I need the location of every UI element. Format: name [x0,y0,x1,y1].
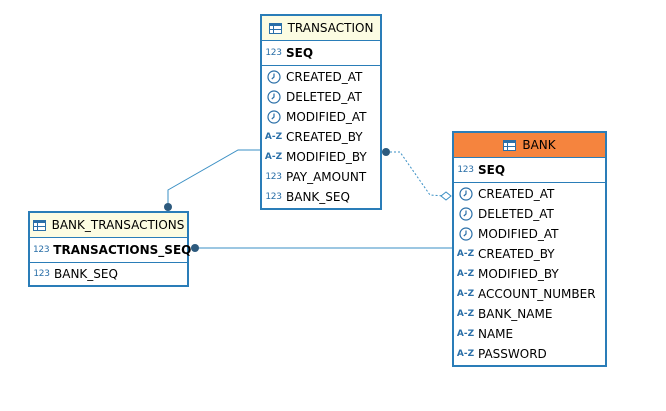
numeric-type-icon: 123 [33,269,50,279]
entity-header[interactable]: TRANSACTION [262,16,380,41]
clock-icon [266,110,281,124]
link-transaction-to-bank[interactable] [386,151,447,197]
text-type-icon: A-Z [456,309,475,319]
clock-icon [457,187,474,201]
table-icon [268,22,282,34]
primary-key-section: 123 SEQ [262,41,380,66]
table-icon [503,139,517,151]
text-type-icon: A-Z [456,269,475,279]
column-name: MODIFIED_BY [286,150,367,164]
entity-header[interactable]: BANK_TRANSACTIONS [30,213,187,238]
entity-title: BANK_TRANSACTIONS [51,218,185,232]
column-name: PASSWORD [478,347,547,361]
column-row[interactable]: CREATED_AT [262,67,380,87]
clock-icon [457,207,474,221]
numeric-type-icon: 123 [265,192,282,202]
column-row[interactable]: MODIFIED_AT [454,224,605,244]
text-type-icon: A-Z [456,349,475,359]
entity-title: BANK [522,138,556,152]
clock-icon [265,70,282,84]
column-row[interactable]: CREATED_AT [454,184,605,204]
column-name: NAME [478,327,514,341]
column-name: MODIFIED_AT [286,110,367,124]
numeric-type-icon: 123 [265,172,282,182]
entity-header[interactable]: BANK [454,133,605,158]
clock-icon [458,207,473,221]
primary-key-section: 123 SEQ [454,158,605,183]
entity-title: TRANSACTION [287,21,374,35]
column-row[interactable]: DELETED_AT [262,87,380,107]
link-bank-transactions-to-transaction[interactable] [167,149,261,207]
table-icon [32,219,46,231]
primary-key-column[interactable]: 123 SEQ [454,160,605,180]
text-type-icon: A-Z [264,152,283,162]
column-name: SEQ [478,163,506,177]
column-name: TRANSACTIONS_SEQ [53,243,192,257]
clock-icon [266,70,281,84]
primary-key-column[interactable]: 123 SEQ [262,43,380,63]
column-name: DELETED_AT [286,90,362,104]
column-row[interactable]: MODIFIED_AT [262,107,380,127]
clock-icon [457,227,474,241]
text-type-icon: A-Z [264,132,283,142]
clock-icon [265,90,282,104]
column-name: BANK_SEQ [286,190,350,204]
link-diamond-marker [440,191,452,201]
column-name: BANK_NAME [478,307,553,321]
text-type-icon: A-Z [456,249,475,259]
column-row[interactable]: 123 PAY_AMOUNT [262,167,380,187]
numeric-type-icon: 123 [457,165,474,175]
column-name: BANK_SEQ [54,267,118,281]
clock-icon [266,90,281,104]
clock-icon [458,227,473,241]
column-name: CREATED_BY [286,130,363,144]
entity-bank[interactable]: BANK 123 SEQ CREATED_AT DELETED_AT MODIFIED_A… [452,131,607,367]
clock-icon [458,187,473,201]
column-name: CREATED_AT [286,70,363,84]
column-name: SEQ [286,46,314,60]
text-type-icon: A-Z [456,329,475,339]
link-end-dot [382,148,390,156]
clock-icon [265,110,282,124]
entity-transaction[interactable]: TRANSACTION 123 SEQ CREATED_AT DELETED_AT MOD… [260,14,382,210]
column-row[interactable]: 123 BANK_SEQ [30,264,187,284]
column-name: DELETED_AT [478,207,554,221]
column-name: CREATED_BY [478,247,555,261]
column-row[interactable]: 123 BANK_SEQ [262,187,380,207]
link-end-dot [191,244,199,252]
column-name: CREATED_AT [478,187,555,201]
column-name: MODIFIED_AT [478,227,559,241]
column-name: MODIFIED_BY [478,267,559,281]
numeric-type-icon: 123 [33,245,50,255]
numeric-type-icon: 123 [265,48,282,58]
column-name: PAY_AMOUNT [286,170,367,184]
text-type-icon: A-Z [456,289,475,299]
columns-section: 123 BANK_SEQ [30,263,187,285]
link-end-dot [164,203,172,211]
column-row[interactable]: DELETED_AT [454,204,605,224]
column-name: ACCOUNT_NUMBER [478,287,596,301]
